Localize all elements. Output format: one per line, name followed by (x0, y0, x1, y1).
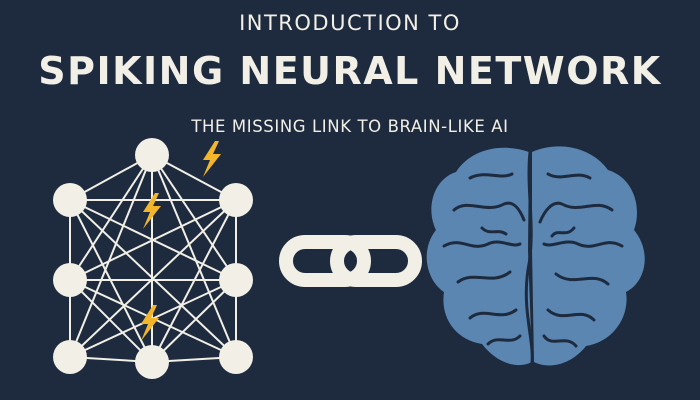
neuron-node (53, 340, 87, 374)
neuron-node (219, 183, 253, 217)
neuron-node (219, 263, 253, 297)
network-nodes (53, 138, 253, 379)
lightning-bolt-icon (141, 305, 159, 341)
brain-icon (426, 146, 645, 366)
neuron-node (53, 183, 87, 217)
lightning-bolt-icon (203, 141, 221, 177)
spiking-neural-network-icon (53, 138, 253, 379)
neuron-node (53, 263, 87, 297)
spikes (141, 141, 221, 341)
neuron-node (135, 345, 169, 379)
lightning-bolt-icon (143, 193, 161, 229)
title-kicker: INTRODUCTION TO (239, 11, 461, 35)
neuron-node (219, 340, 253, 374)
brain-folds (442, 150, 624, 364)
chain-link-icon (279, 235, 422, 287)
brain-left-hemisphere (426, 147, 532, 366)
subtitle: THE MISSING LINK TO BRAIN-LIKE AI (191, 117, 509, 136)
network-edges (69, 154, 237, 363)
page-title: SPIKING NEURAL NETWORK (38, 49, 662, 93)
brain-right-hemisphere (532, 146, 645, 366)
title-block: INTRODUCTION TO SPIKING NEURAL NETWORK T… (0, 8, 700, 138)
neuron-node (135, 138, 169, 172)
